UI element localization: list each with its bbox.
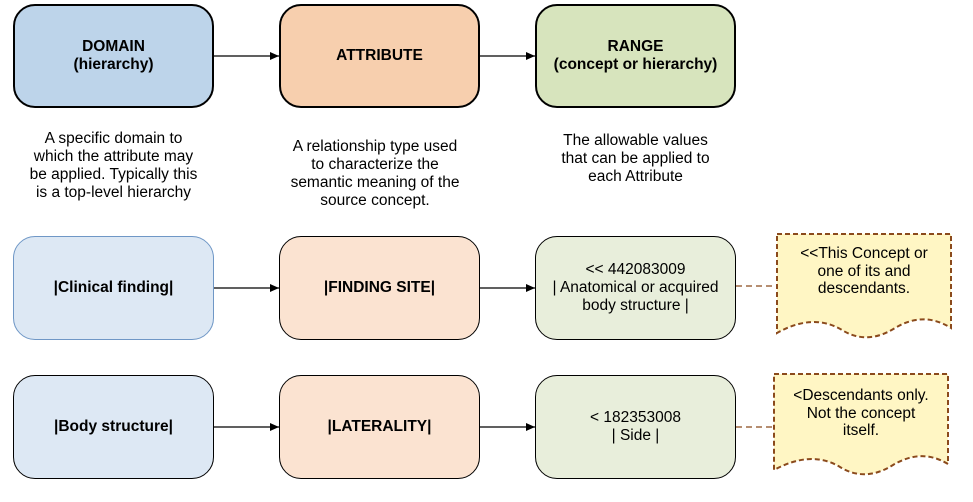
attribute-description-line: semantic meaning of the (290, 174, 460, 191)
range-description-line: each Attribute (588, 168, 683, 185)
range-description: The allowable values that can be applied… (535, 132, 736, 186)
domain-description-line: be applied. Typically this (29, 166, 198, 183)
row2-range-box: < 182353008 | Side | (535, 375, 736, 479)
row1-range-line: << 442083009 (585, 261, 686, 278)
row1-range-box: << 442083009 | Anatomical or acquired bo… (535, 236, 736, 340)
domain-description-line: which the attribute may (33, 148, 194, 165)
range-description-line: that can be applied to (561, 150, 710, 167)
row2-range-line: | Side | (611, 427, 660, 444)
attribute-header-title: ATTRIBUTE (336, 47, 423, 64)
row1-note-line: one of its and (817, 262, 911, 280)
domain-header-box: DOMAIN (hierarchy) (13, 4, 214, 108)
attribute-description-line: A relationship type used (292, 138, 458, 155)
domain-description-line: A specific domain to (44, 130, 183, 147)
row1-note-line: descendants. (817, 280, 911, 297)
range-header-box: RANGE (concept or hierarchy) (535, 4, 736, 108)
domain-description: A specific domain to which the attribute… (13, 130, 214, 202)
row2-attribute-box: |LATERALITY| (279, 375, 480, 479)
note-shape-row1 (776, 233, 952, 339)
row2-domain-box: |Body structure| (13, 375, 214, 479)
range-header-title: RANGE (607, 38, 664, 55)
note-shape-row2 (773, 373, 949, 476)
row1-note-line: <<This Concept or (800, 245, 928, 262)
row2-attribute-label: |LATERALITY| (327, 418, 432, 435)
range-header-subtitle: (concept or hierarchy) (553, 56, 718, 73)
attribute-description: A relationship type used to characterize… (265, 138, 485, 210)
domain-header-subtitle: (hierarchy) (73, 56, 154, 73)
row2-range-line: < 182353008 (590, 409, 681, 426)
row2-note-text: <Descendants only. Not the concept itsel… (776, 387, 946, 440)
row1-domain-label: |Clinical finding| (53, 279, 174, 296)
range-description-line: The allowable values (563, 132, 708, 149)
row1-domain-box: |Clinical finding| (13, 236, 214, 340)
row2-note-line: itself. (842, 422, 880, 439)
row2-domain-label: |Body structure| (54, 418, 173, 435)
row1-note-text: <<This Concept or one of its and descend… (779, 245, 949, 298)
domain-header-title: DOMAIN (82, 38, 145, 55)
row2-note-line: Not the concept (806, 404, 916, 422)
row1-attribute-label: |FINDING SITE| (323, 279, 436, 296)
attribute-description-line: to characterize the (311, 156, 439, 173)
attribute-description-line: source concept. (320, 192, 430, 209)
row2-note-line: <Descendants only. (793, 387, 929, 404)
domain-description-line: is a top-level hierarchy (35, 184, 192, 201)
row1-range-line: | Anatomical or acquired (552, 279, 719, 296)
row1-attribute-box: |FINDING SITE| (279, 236, 480, 340)
row1-range-line: body structure | (582, 297, 689, 314)
attribute-header-box: ATTRIBUTE (279, 4, 480, 108)
